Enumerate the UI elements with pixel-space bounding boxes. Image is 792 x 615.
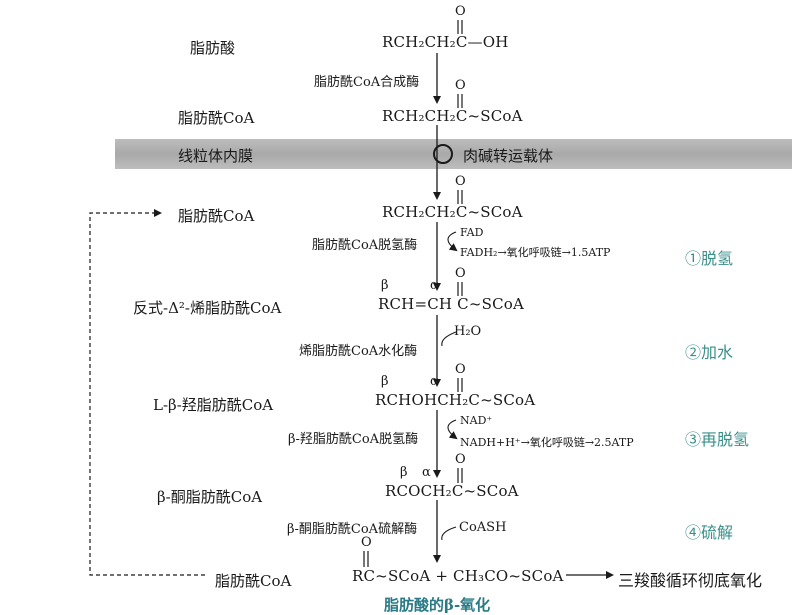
stage-acyl-coa-outer: 脂肪酰CoA	[178, 109, 255, 127]
carbonyl-bonds	[363, 20, 463, 567]
cofactor-h2o: H₂O	[454, 324, 482, 339]
formula-ketoacyl-coa: RCOCH₂C~SCoA	[385, 482, 519, 500]
carbonyl-o-5: O	[455, 362, 466, 377]
formula-enoyl-coa: RCH=CH C~SCoA	[378, 295, 525, 313]
carbonyl-o-3: O	[455, 174, 466, 189]
alpha-marker-keto: α	[422, 465, 431, 480]
enzyme-enoyl-coa-hydratase: 烯脂肪酰CoA水化酶	[299, 344, 418, 359]
formula-acyl-coa-outer: RCH₂CH₂C~SCoA	[382, 107, 523, 125]
cofactor-nad: NAD⁺	[460, 414, 493, 427]
step-second-dehydrogenation: ③再脱氢	[685, 430, 750, 449]
enzyme-acyl-coa-dehydrogenase: 脂肪酰CoA脱氢酶	[312, 238, 418, 253]
formula-hydroxyacyl-coa: RCHOHCH₂C~SCoA	[375, 391, 536, 409]
carbonyl-o-4: O	[455, 266, 466, 281]
stage-hydroxyacyl-coa: L-β-羟脂肪酰CoA	[153, 396, 274, 414]
carbonyl-o-7: O	[361, 535, 372, 550]
recycle-dashed-loop	[89, 209, 205, 576]
stage-enoyl-coa: 反式-Δ²-烯脂肪酰CoA	[133, 299, 282, 317]
step-dehydrogenation: ①脱氢	[685, 249, 734, 268]
arrow-coash-in	[441, 526, 457, 541]
arrow-nad-to-nadh	[447, 419, 458, 440]
tca-cycle-label: 三羧酸循环彻底氧化	[618, 571, 763, 590]
step-hydration: ②加水	[685, 343, 734, 362]
cofactor-nadh: NADH+H⁺→氧化呼吸链→2.5ATP	[460, 436, 634, 449]
cofactor-coash: CoASH	[459, 520, 507, 535]
transporter-label: 肉碱转运载体	[463, 147, 554, 165]
enzyme-acyl-coa-synthetase: 脂肪酰CoA合成酶	[314, 75, 420, 90]
cofactor-fadh2: FADH₂→氧化呼吸链→1.5ATP	[460, 246, 611, 259]
beta-marker-enoyl: β	[381, 278, 389, 293]
stage-acyl-coa-inner: 脂肪酰CoA	[178, 207, 255, 225]
beta-marker-hydroxy: β	[381, 374, 389, 389]
cofactor-fad: FAD	[460, 226, 484, 239]
stage-acyl-coa-shortened: 脂肪酰CoA	[215, 572, 292, 590]
carnitine-transporter-icon	[433, 144, 453, 164]
membrane-label: 线粒体内膜	[178, 147, 254, 165]
formula-fatty-acid: RCH₂CH₂C—OH	[382, 33, 509, 51]
formula-acyl-coa-inner: RCH₂CH₂C~SCoA	[382, 203, 523, 221]
carbonyl-o-1: O	[455, 4, 466, 19]
arrow-h2o-in	[441, 331, 457, 347]
arrow-fad-to-fadh2	[447, 231, 458, 252]
stage-ketoacyl-coa: β-酮脂肪酰CoA	[157, 488, 263, 506]
beta-marker-keto: β	[400, 465, 408, 480]
stage-fatty-acid: 脂肪酸	[190, 39, 236, 57]
formula-thiolysis-products: RC~SCoA + CH₃CO~SCoA	[352, 567, 564, 585]
figure-caption: 脂肪酸的β-氧化	[384, 596, 491, 614]
enzyme-thiolase: β-酮脂肪酰CoA硫解酶	[287, 522, 418, 537]
enzyme-hydroxyacyl-coa-dehydrogenase: β-羟脂肪酰CoA脱氢酶	[288, 432, 419, 447]
carbonyl-o-6: O	[455, 452, 466, 467]
step-thiolysis: ④硫解	[685, 523, 734, 542]
mitochondrial-inner-membrane	[115, 139, 792, 169]
carbonyl-o-2: O	[455, 78, 466, 93]
